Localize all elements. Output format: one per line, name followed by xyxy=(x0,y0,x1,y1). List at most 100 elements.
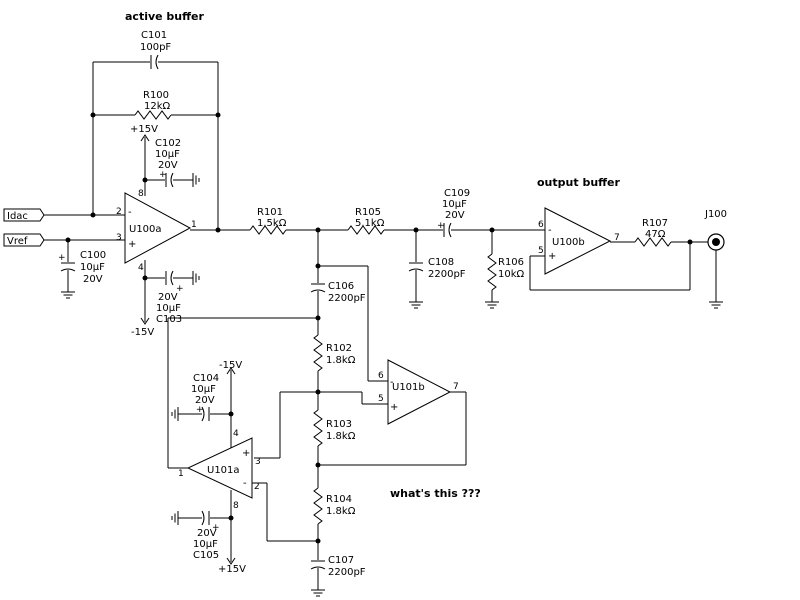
svg-text:-: - xyxy=(243,478,247,489)
svg-text:4: 4 xyxy=(233,429,239,439)
svg-text:+: + xyxy=(548,251,556,262)
svg-text:10kΩ: 10kΩ xyxy=(498,269,525,280)
svg-text:C104: C104 xyxy=(193,373,219,384)
svg-text:C100: C100 xyxy=(80,250,106,261)
svg-text:+: + xyxy=(176,284,184,294)
svg-text:8: 8 xyxy=(138,189,144,199)
svg-text:C103: C103 xyxy=(156,314,182,325)
capacitor-c108 xyxy=(408,262,424,272)
resistor-r105 xyxy=(347,225,385,235)
capacitor-c107 xyxy=(310,560,326,570)
resistor-r101 xyxy=(249,225,287,235)
svg-text:R104: R104 xyxy=(326,494,352,505)
vref-input-tag: Vref xyxy=(3,233,45,247)
svg-text:-: - xyxy=(548,225,552,236)
svg-text:20V: 20V xyxy=(83,274,103,285)
resistor-r106 xyxy=(487,253,497,291)
u100b-label: U100b xyxy=(552,237,585,248)
idac-label: Idac xyxy=(7,211,28,222)
svg-text:100pF: 100pF xyxy=(140,42,171,53)
vref-label: Vref xyxy=(7,236,28,247)
opamp-u100b: U100b - + xyxy=(544,207,612,275)
svg-text:R101: R101 xyxy=(257,207,283,218)
svg-text:+: + xyxy=(212,523,220,533)
svg-text:2: 2 xyxy=(116,207,122,217)
capacitor-c106 xyxy=(310,283,326,293)
svg-text:J100: J100 xyxy=(704,209,727,220)
capacitor-c102 xyxy=(165,172,174,188)
capacitor-c101 xyxy=(150,54,159,70)
svg-text:1.8kΩ: 1.8kΩ xyxy=(326,431,356,442)
svg-text:5.1kΩ: 5.1kΩ xyxy=(355,218,385,229)
svg-text:7: 7 xyxy=(614,233,620,243)
u101b-label: U101b xyxy=(392,382,425,393)
svg-text:+: + xyxy=(58,253,66,263)
svg-text:+: + xyxy=(437,221,445,231)
svg-text:10µF: 10µF xyxy=(442,199,467,210)
svg-text:20V: 20V xyxy=(197,528,217,539)
resistor-r100 xyxy=(134,110,172,120)
svg-text:C109: C109 xyxy=(444,188,470,199)
svg-text:2200pF: 2200pF xyxy=(328,567,366,578)
svg-text:3: 3 xyxy=(116,233,122,243)
svg-text:-15V: -15V xyxy=(131,327,154,338)
svg-text:-15V: -15V xyxy=(219,360,242,371)
capacitor-c105 xyxy=(201,510,210,526)
svg-text:+: + xyxy=(242,448,250,459)
svg-text:2: 2 xyxy=(254,482,260,492)
svg-text:+15V: +15V xyxy=(130,124,158,135)
svg-text:6: 6 xyxy=(538,220,544,230)
svg-text:C102: C102 xyxy=(155,138,181,149)
svg-text:1: 1 xyxy=(178,469,184,479)
svg-text:5: 5 xyxy=(378,394,384,404)
svg-text:20V: 20V xyxy=(158,292,178,303)
question-annotation: what's this ??? xyxy=(390,487,481,500)
svg-text:R107: R107 xyxy=(642,218,668,229)
svg-text:C105: C105 xyxy=(193,550,219,561)
svg-text:8: 8 xyxy=(233,501,239,511)
svg-text:R106: R106 xyxy=(498,257,524,268)
resistor-r107 xyxy=(634,237,672,247)
svg-text:+: + xyxy=(390,402,398,413)
svg-text:10µF: 10µF xyxy=(193,539,218,550)
opamp-u101a: U101a + - xyxy=(186,437,253,499)
resistor-r102 xyxy=(313,334,323,372)
svg-text:1.8kΩ: 1.8kΩ xyxy=(326,355,356,366)
svg-text:12kΩ: 12kΩ xyxy=(144,101,171,112)
svg-text:R103: R103 xyxy=(326,419,352,430)
connector-j100 xyxy=(707,233,725,251)
svg-text:47Ω: 47Ω xyxy=(645,229,666,240)
svg-text:20V: 20V xyxy=(195,395,215,406)
svg-text:2200pF: 2200pF xyxy=(428,269,466,280)
idac-input-tag: Idac xyxy=(3,208,45,222)
active-buffer-label: active buffer xyxy=(125,10,205,23)
svg-text:+: + xyxy=(159,170,167,180)
svg-text:1.8kΩ: 1.8kΩ xyxy=(326,506,356,517)
resistor-r104 xyxy=(313,487,323,525)
opamp-u100a: U100a - + xyxy=(124,192,192,264)
u101a-label: U101a xyxy=(207,465,240,476)
svg-text:5: 5 xyxy=(538,246,544,256)
svg-text:C106: C106 xyxy=(328,281,354,292)
capacitor-c100 xyxy=(60,262,76,272)
svg-text:4: 4 xyxy=(138,263,144,273)
svg-text:R105: R105 xyxy=(355,207,381,218)
u100a-label: U100a xyxy=(129,224,162,235)
svg-text:+: + xyxy=(128,239,136,250)
svg-text:R102: R102 xyxy=(326,343,352,354)
svg-text:C101: C101 xyxy=(141,30,167,41)
svg-text:-: - xyxy=(128,207,132,218)
svg-text:C108: C108 xyxy=(428,257,454,268)
capacitor-c104 xyxy=(201,406,210,422)
svg-text:+15V: +15V xyxy=(218,564,246,575)
capacitor-c103 xyxy=(165,270,174,286)
svg-text:10µF: 10µF xyxy=(155,149,180,160)
svg-text:R100: R100 xyxy=(143,90,169,101)
svg-text:C107: C107 xyxy=(328,555,354,566)
capacitor-c109 xyxy=(443,222,452,238)
svg-text:10µF: 10µF xyxy=(191,384,216,395)
svg-text:2200pF: 2200pF xyxy=(328,293,366,304)
opamp-u101b: U101b - + xyxy=(387,359,452,425)
